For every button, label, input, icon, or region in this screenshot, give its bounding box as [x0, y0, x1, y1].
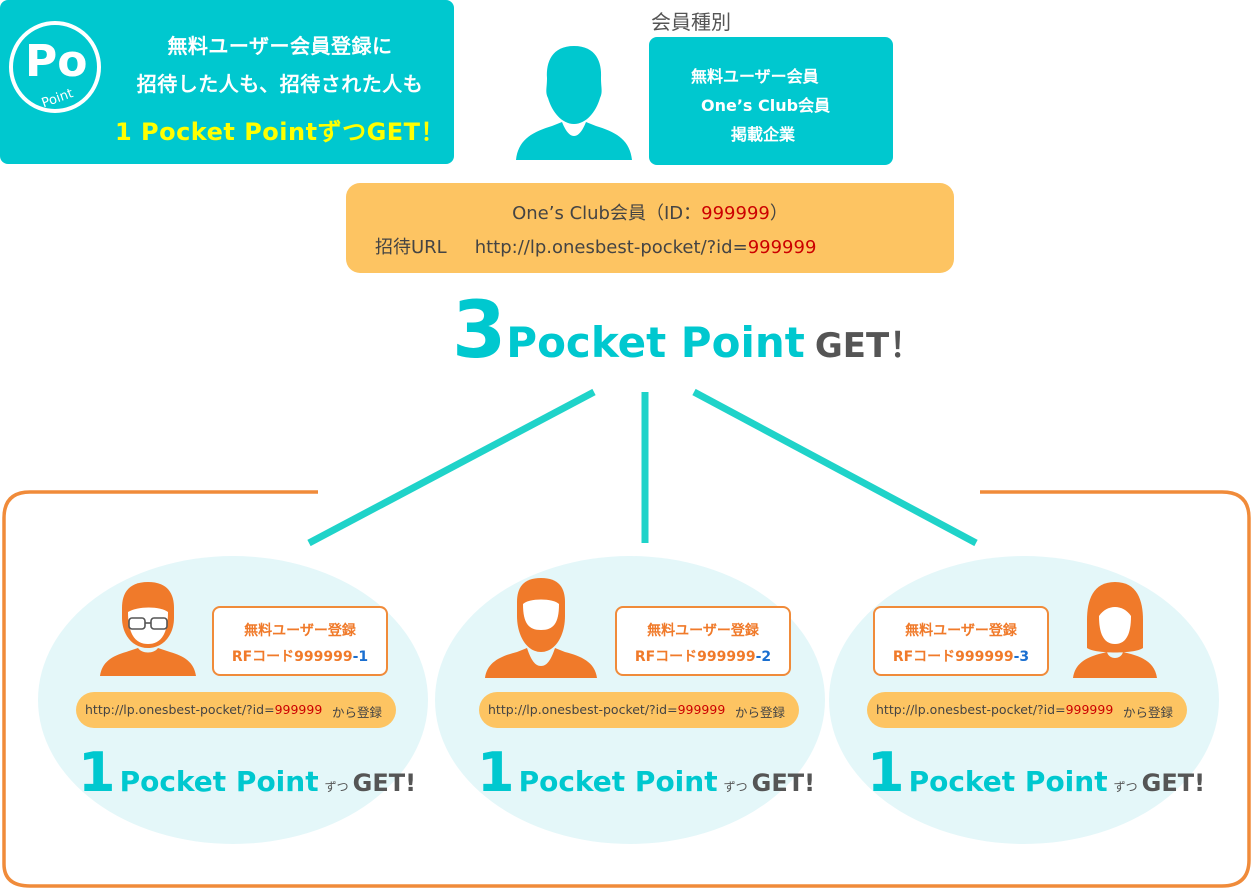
member-type-label: 会員種別: [651, 10, 731, 34]
signup-label: 無料ユーザー登録: [244, 623, 356, 639]
member-type-company: 掲載企業: [731, 125, 796, 144]
headline-text: Pocket Point: [506, 318, 805, 367]
rf-code-box: 無料ユーザー登録 RFコード999999-2: [615, 606, 791, 676]
member-type-free-user: 無料ユーザー会員: [691, 67, 819, 86]
connector-right: [692, 388, 978, 547]
signup-label: 無料ユーザー登録: [647, 623, 759, 639]
point-logo-icon: Po Point: [9, 21, 101, 113]
member-type-box: 無料ユーザー会員 One’s Club会員 掲載企業: [649, 37, 893, 165]
rf-code: RFコード999999-3: [892, 649, 1030, 665]
member-type-ones-club: One’s Club会員: [701, 96, 831, 115]
invitee-card: 無料ユーザー登録 RFコード999999-1 http://lp.onesbes…: [38, 556, 428, 844]
member-id-line: One’s Club会員（ID：999999）: [512, 203, 788, 224]
pill-url: http://lp.onesbest-pocket/?id=999999: [85, 702, 323, 717]
logo-letters: Po: [25, 36, 87, 87]
invite-info-box: One’s Club会員（ID：999999） 招待URL http://lp.o…: [346, 183, 954, 273]
register-label: から登録: [1122, 705, 1173, 720]
banner-line-1: 無料ユーザー会員登録に: [167, 34, 393, 58]
invite-url-id: 999999: [747, 237, 817, 258]
invite-url-pill: http://lp.onesbest-pocket/?id=999999 から登…: [479, 692, 799, 728]
man-beard-avatar-icon: [485, 578, 597, 678]
invitee-card: 無料ユーザー登録 RFコード999999-2 http://lp.onesbes…: [435, 556, 825, 844]
invite-url-label: 招待URL: [375, 237, 447, 258]
invite-url-line: 招待URL http://lp.onesbest-pocket/?id=99999…: [375, 233, 816, 259]
rf-code-box: 無料ユーザー登録 RFコード999999-3: [873, 606, 1049, 676]
man-glasses-avatar-icon: [100, 582, 196, 676]
member-person-icon: [516, 46, 632, 160]
register-label: から登録: [331, 705, 382, 720]
rf-code: RFコード999999-2: [634, 649, 772, 665]
register-label: から登録: [734, 705, 785, 720]
rf-code-box: 無料ユーザー登録 RFコード999999-1: [212, 606, 388, 676]
rf-code: RFコード999999-1: [231, 649, 369, 665]
banner-line-3: 1 Pocket PointずつGET！: [114, 118, 446, 146]
orange-frame: [2, 490, 1251, 888]
invite-url-pill: http://lp.onesbest-pocket/?id=999999 から登…: [76, 692, 396, 728]
banner-line-2: 招待した人も、招待された人も: [136, 72, 424, 96]
connector-left: [307, 388, 596, 547]
invitee-card: 無料ユーザー登録 RFコード999999-3 http://lp.onesbes…: [829, 556, 1219, 844]
signup-label: 無料ユーザー登録: [905, 623, 1017, 639]
pill-url: http://lp.onesbest-pocket/?id=999999: [876, 702, 1114, 717]
headline-number: 3: [452, 286, 506, 376]
pill-url: http://lp.onesbest-pocket/?id=999999: [488, 702, 726, 717]
campaign-banner: Po Point 無料ユーザー会員登録に 招待した人も、招待された人も 1 Po…: [0, 0, 454, 164]
invite-url: http://lp.onesbest-pocket/?id=: [474, 237, 748, 258]
woman-avatar-icon: [1073, 582, 1157, 678]
headline-get: GET！: [814, 326, 924, 366]
member-id: 999999: [701, 203, 770, 224]
invite-url-pill: http://lp.onesbest-pocket/?id=999999 から登…: [867, 692, 1187, 728]
